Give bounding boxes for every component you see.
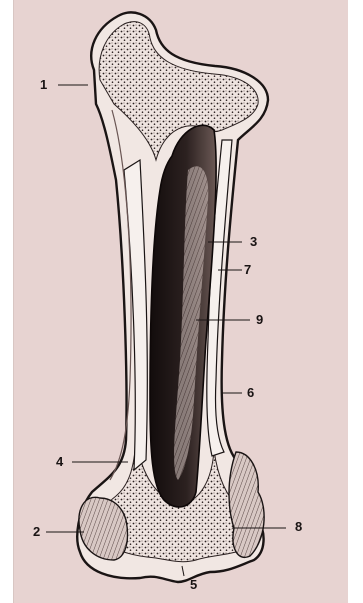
- label-5: 5: [190, 578, 197, 591]
- label-9: 9: [256, 313, 263, 326]
- label-2: 2: [33, 525, 40, 538]
- label-7: 7: [244, 263, 251, 276]
- label-8: 8: [295, 520, 302, 533]
- lateral-condyle: [229, 452, 264, 557]
- label-6: 6: [247, 386, 254, 399]
- label-3: 3: [250, 235, 257, 248]
- label-4: 4: [56, 455, 63, 468]
- label-1: 1: [40, 78, 47, 91]
